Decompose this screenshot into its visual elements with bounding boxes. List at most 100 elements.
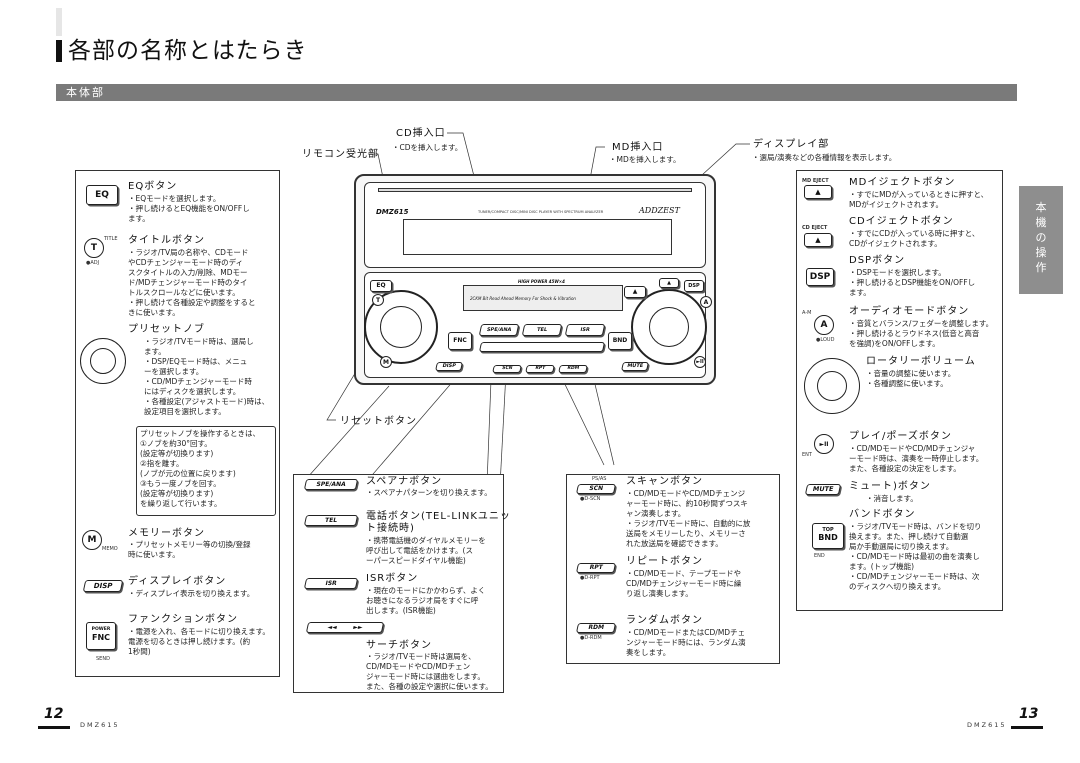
rdm-key[interactable]: RDM [575,623,617,633]
unit-t-button[interactable]: T [372,294,384,306]
dsp-key[interactable]: DSP [806,268,834,286]
model-left: DMZ615 [80,721,120,729]
band-key-sub: END [814,553,825,559]
rotary-volume-figure-inner [817,371,847,401]
unit-seek-button[interactable] [478,342,606,352]
memory-key[interactable]: M [82,530,102,550]
page-rule-right [1011,726,1043,729]
unit-mute-button[interactable]: MUTE [621,362,649,371]
unit-m-button[interactable]: M [380,356,392,368]
unit-disp-button[interactable]: DISP [435,362,463,371]
md-slot-title: MD挿入口 [612,142,664,153]
eq-title: EQボタン [128,181,178,192]
cd-eject-key-top: CD EJECT [802,225,828,231]
md-slot [463,285,623,311]
unit-play-button[interactable]: ►II [694,356,706,368]
fnc-key[interactable]: POWER FNC [86,622,116,650]
cd-eject-key[interactable]: ▲ [804,233,832,247]
model-right: DMZ615 [967,721,1007,729]
preset-knob-figure-inner [90,348,116,374]
dsp-title: DSPボタン [849,255,906,266]
spe-desc: ・スペアナパターンを切り換えます。 [366,488,492,497]
play-desc: ・CD/MDモードやCD/MDチェンジャ ーモード時は、演奏を一時停止します。 … [849,444,984,473]
disp-key[interactable]: DISP [82,580,124,592]
side-tab-label: 本 機 の 操 作 [1035,201,1047,274]
unit-power-rating: HIGH POWER 45W×4 [518,279,565,284]
audio-desc: ・音質とバランス/フェダーを調整します。 ・押し続けるとラウドネス(低音と高音 … [849,319,994,348]
rpt-desc: ・CD/MDモード、テープモードや CD/MDチェンジャーモード時に繰 り返し演… [626,569,742,598]
isr-title: ISRボタン [366,573,419,584]
title-key[interactable]: T [84,238,104,258]
reset-label: リセットボタン [340,416,417,427]
scn-key-sub: ●D-SCN [580,496,601,502]
unit-tel-button[interactable]: TEL [521,324,563,336]
unit-model: DMZ615 [376,208,409,216]
seek-title: サーチボタン [366,640,432,651]
tel-title: 電話ボタン(TEL-LINKユニッ ト接続時) [366,511,511,534]
mute-desc: ・消音します。 [866,494,918,503]
band-desc: ・ラジオ/TVモード時は、バンドを切り 換えます。また、押し続けて自動選 局か手… [849,522,982,591]
isr-key[interactable]: ISR [303,578,359,589]
rotary-desc: ・音量の調整に使います。 ・各種調整に使います。 [866,369,956,388]
cd-eject-desc: ・すでにCDが入っている時に押すと、 CDがイジェクトされます。 [849,229,980,248]
fnc-key-label: FNC [91,633,111,642]
unit-md-eject-button[interactable]: ▲ [624,286,646,298]
scn-key-top: PS/AS [592,476,607,482]
unit-volume-knob-inner [649,307,689,347]
tel-key[interactable]: TEL [303,515,359,526]
fnc-title: ファンクションボタン [128,614,238,625]
dsp-desc: ・DSPモードを選択します。 ・押し続けるとDSP機能をON/OFFし ます。 [849,268,976,297]
unit-scn-button[interactable]: SCN [492,365,522,373]
unit-rpt-button[interactable]: RPT [525,365,555,373]
page-rule-left [38,726,70,729]
play-key[interactable]: ►II [814,434,834,454]
eq-key[interactable]: EQ [86,185,118,205]
disp-title: ディスプレイボタン [128,576,227,587]
display-window [403,219,672,255]
cd-slot-desc: ・CDを挿入します。 [392,143,463,152]
cd-slot [378,188,692,192]
unit-fnc-button[interactable]: FNC [448,332,472,350]
md-slot-banner: 2CKM Bit Read Ahead Memory For Shock & V… [470,296,576,301]
unit-eq-button[interactable]: EQ [370,280,392,292]
unit-cd-eject-button[interactable]: ▲ [659,278,679,288]
play-title: プレイ/ポーズボタン [849,431,952,442]
rdm-title: ランダムボタン [626,615,703,626]
seek-key[interactable]: ◄◄ ►► [305,622,385,633]
tel-desc: ・携帯電話機のダイヤルメモリーを 呼び出して電話をかけます。(ス ーパースピード… [366,536,486,565]
scn-key[interactable]: SCN [575,484,617,494]
disp-desc: ・ディスプレイ表示を切り換えます。 [128,589,255,598]
seek-desc: ・ラジオ/TVモード時は選局を、 CD/MDモードやCD/MDチェン ジャーモー… [366,652,493,691]
rotary-title: ロータリーボリューム [866,356,976,367]
cd-slot-title: CD挿入口 [396,128,446,139]
unit-a-button[interactable]: A [700,296,712,308]
band-key[interactable]: TOP BND [812,523,844,549]
unit-dsp-button[interactable]: DSP [684,280,704,292]
page-number-right: 13 [1019,706,1039,722]
band-title: バンドボタン [849,509,916,520]
play-key-sub: ENT [802,452,812,458]
spe-key[interactable]: SPE/ANA [303,479,359,490]
isr-desc: ・現在のモードにかかわらず、よく お聴きになるラジオ局をすぐに呼 出します。(I… [366,586,486,615]
section-title: 本体部 [66,86,105,99]
unit-spe-button[interactable]: SPE/ANA [478,324,520,336]
mute-key[interactable]: MUTE [804,484,842,495]
md-eject-key[interactable]: ▲ [804,185,832,199]
page-number-left: 12 [44,706,64,722]
rpt-key[interactable]: RPT [575,563,617,573]
band-key-label: BND [818,533,838,542]
md-eject-desc: ・すでにMDが入っているときに押すと、 MDがイジェクトされます。 [849,190,989,209]
display-title: ディスプレイ部 [753,139,830,150]
memory-title: メモリーボタン [128,528,205,539]
title-key-sub2: ●ADJ [86,260,100,266]
unit-preset-knob-inner [380,306,422,348]
unit-isr-button[interactable]: ISR [564,324,606,336]
audio-key[interactable]: A [814,315,834,335]
preset-title: プリセットノブ [128,324,205,335]
unit-rdm-button[interactable]: RDM [558,365,588,373]
page-title: 各部の名称とはたらき [68,38,308,64]
audio-title: オーディオモードボタン [849,306,970,317]
rpt-key-sub: ●D-RPT [580,575,600,581]
unit-bnd-button[interactable]: BND [608,332,632,350]
unit-brand: ADDZEST [639,206,680,215]
